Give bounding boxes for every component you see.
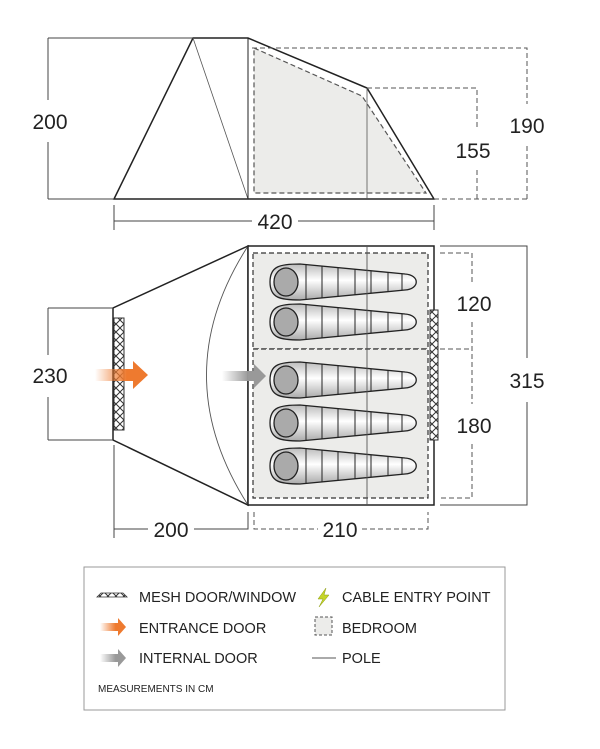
legend-internal: INTERNAL DOOR [139,651,258,667]
internal-door-arrow-icon [222,364,266,388]
dim-side-height: 200 [32,111,67,134]
legend: MESH DOOR/WINDOW CABLE ENTRY POINT ENTRA… [83,566,506,711]
bedroom-icon [314,616,333,636]
dim-bedroom-1-width: 120 [456,293,491,316]
mesh-icon [96,592,128,598]
entrance-arrow-icon [100,618,126,636]
legend-bedroom: BEDROOM [342,621,417,637]
entrance-arrow-icon [95,361,148,389]
lightning-icon [317,587,330,608]
measurements-note: MEASUREMENTS IN CM [98,684,214,695]
dim-bedroom-height-front: 190 [509,115,544,138]
legend-cable: CABLE ENTRY POINT [342,590,491,606]
side-bedroom [253,47,428,194]
dim-bedroom-length: 210 [322,519,357,542]
legend-entrance: ENTRANCE DOOR [139,621,266,637]
dim-porch-length: 200 [153,519,188,542]
dim-total-length: 420 [257,211,292,234]
plan-view: 230 315 120 180 200 210 [32,244,545,542]
dim-total-width: 315 [509,370,544,393]
dim-entrance-width: 230 [32,365,67,388]
side-view: 200 190 155 420 [32,37,545,234]
legend-pole: POLE [342,651,381,667]
mesh-window [429,309,439,441]
legend-mesh: MESH DOOR/WINDOW [139,590,296,606]
dim-bedroom-2-width: 180 [456,415,491,438]
dim-bedroom-height-rear: 155 [455,140,490,163]
internal-arrow-icon [100,649,126,667]
